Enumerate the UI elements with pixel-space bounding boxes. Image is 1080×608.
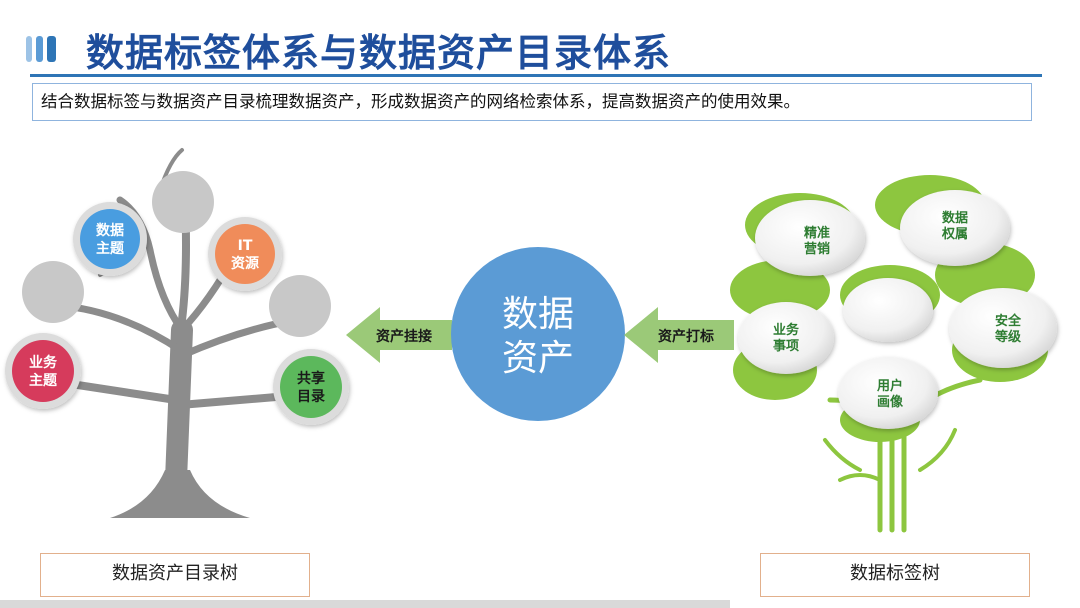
- center-label-line1: 数据: [502, 294, 574, 335]
- page-title: 数据标签体系与数据资产目录体系: [86, 31, 672, 75]
- tag-tree: 精准 营销 数据 权属 业务 事项 安全 等级 用户 画像: [730, 175, 1057, 533]
- empty-node: [22, 261, 84, 323]
- catalog-node-label: 资源: [231, 255, 259, 272]
- tag-bubble-label: 营销: [804, 241, 830, 257]
- tag-bubble-data-ownership: [900, 190, 1010, 266]
- tag-bubble-label: 用户: [876, 378, 903, 394]
- catalog-node-label: 数据: [96, 222, 124, 239]
- catalog-node-label: 业务: [29, 354, 58, 371]
- subtitle-box: 结合数据标签与数据资产目录梳理数据资产，形成数据资产的网络检索体系，提高数据资产…: [32, 83, 1032, 121]
- tag-bubble-security-level: [949, 288, 1057, 368]
- tag-bubble-business-item: [738, 302, 834, 374]
- empty-node: [269, 275, 331, 337]
- tag-bubble-label: 业务: [773, 322, 800, 338]
- catalog-node-business-theme: [5, 333, 81, 409]
- tag-bubble-label: 事项: [773, 338, 799, 354]
- catalog-node-label: IT: [238, 238, 253, 254]
- title-decoration-icon: [26, 36, 62, 62]
- catalog-node-it-resource: [208, 217, 282, 291]
- catalog-node-label: 目录: [297, 389, 325, 405]
- catalog-node-label: 主题: [29, 372, 58, 389]
- catalog-tree-root: [110, 470, 250, 518]
- title-divider: [30, 74, 1042, 77]
- tag-bubble-label: 精准: [804, 225, 830, 241]
- catalog-tree-caption: 数据资产目录树: [40, 553, 310, 597]
- arrow-asset-tagging: 资产打标: [624, 307, 734, 363]
- catalog-node-label: 主题: [96, 240, 125, 257]
- tag-bubble-label: 画像: [877, 394, 904, 410]
- data-asset-center: 数据 资产: [451, 247, 625, 421]
- empty-node: [152, 171, 214, 233]
- tag-bubble-label: 等级: [994, 329, 1022, 345]
- catalog-tree: 数据 主题 IT 资源 业务 主题 共享 目录: [5, 148, 349, 518]
- tag-bubble-label: 数据: [942, 210, 968, 226]
- arrow-label-mounting: 资产挂接: [376, 328, 432, 345]
- catalog-node-label: 共享: [297, 370, 325, 387]
- tag-bubble-label: 安全: [995, 313, 1022, 329]
- catalog-node-data-theme: [73, 202, 147, 276]
- tag-tree-caption: 数据标签树: [760, 553, 1030, 597]
- arrow-asset-mounting: 资产挂接: [346, 307, 452, 363]
- bottom-strip: [0, 600, 730, 608]
- arrow-label-tagging: 资产打标: [658, 328, 714, 345]
- tag-bubble-precise-marketing: [755, 200, 865, 276]
- tag-bubble-empty: [843, 278, 933, 342]
- tag-bubble-label: 权属: [941, 226, 968, 242]
- catalog-node-shared-catalog: [273, 349, 349, 425]
- center-label-line2: 资产: [502, 338, 574, 379]
- tag-bubble-user-profile: [838, 357, 938, 429]
